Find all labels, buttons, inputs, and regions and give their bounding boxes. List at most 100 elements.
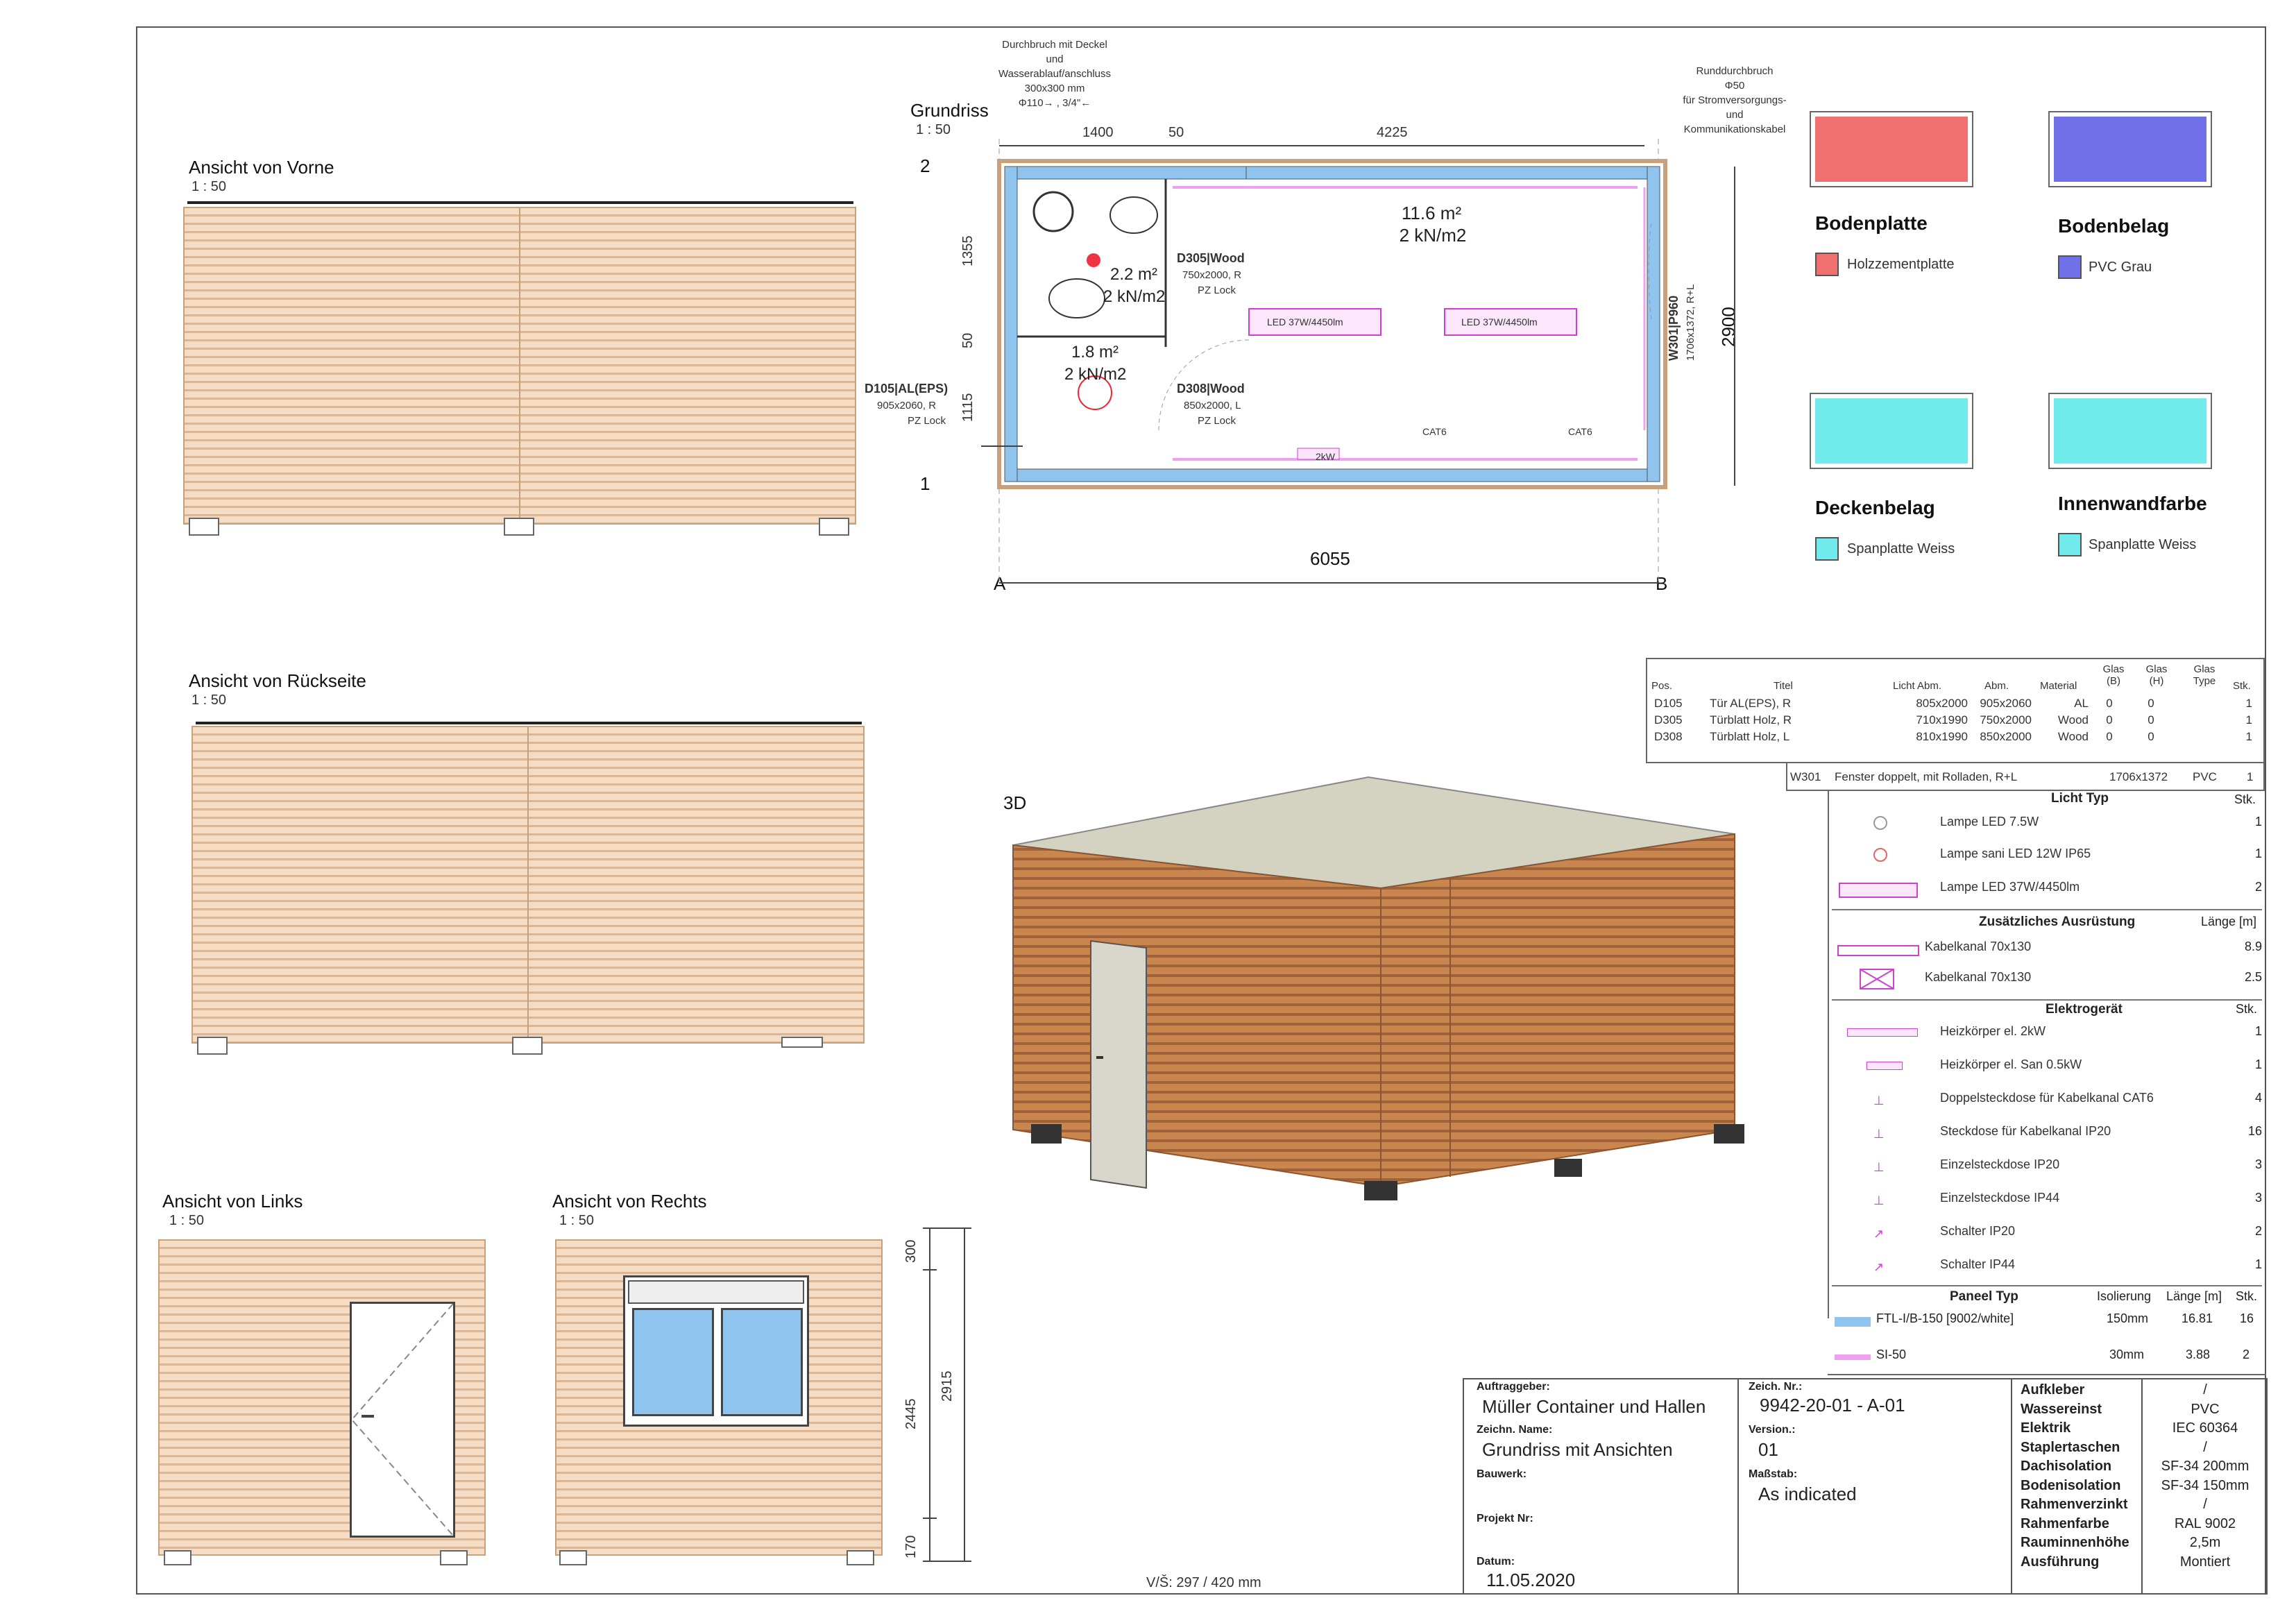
- left-view-scale: 1 : 50: [169, 1213, 205, 1228]
- legend-separator: [1828, 1374, 2266, 1375]
- corner-foot: [559, 1550, 587, 1565]
- heater-icon: [1847, 1028, 1918, 1037]
- window-schedule-box: [1786, 763, 2265, 791]
- light-item: Lampe LED 7.5W: [1940, 815, 2039, 829]
- double-socket-icon: ⊥: [1873, 1094, 1885, 1107]
- socket-ip20-icon: ⊥: [1873, 1127, 1885, 1141]
- electro-item: Einzelsteckdose IP44: [1940, 1191, 2060, 1205]
- legend-separator: [1832, 1285, 2262, 1286]
- electro-item: Doppelsteckdose für Kabelkanal CAT6: [1940, 1091, 2154, 1105]
- extra-title: Zusätzliches Ausrüstung: [1979, 915, 2136, 929]
- room-hall-area: 1.8 m²: [1071, 343, 1119, 362]
- dim-top-50: 50: [1168, 125, 1184, 140]
- finish-title: Bodenplatte: [1815, 212, 1928, 234]
- extra-count-header: Länge [m]: [2201, 915, 2257, 928]
- client-label: Auftraggeber:: [1477, 1381, 1550, 1393]
- light-item: Lampe sani LED 12W IP65: [1940, 847, 2091, 860]
- finish-swatch: [2058, 533, 2082, 556]
- extra-item: Kabelkanal 70x130: [1925, 970, 2032, 984]
- electro-count: 2: [2254, 1224, 2262, 1238]
- drawing-no-label: Zeich. Nr.:: [1749, 1381, 1803, 1393]
- sani-lamp-icon: [1873, 848, 1887, 862]
- sheet-size: V/Š: 297 / 420 mm: [1146, 1575, 1261, 1590]
- corner-foot: [504, 518, 534, 536]
- panels-insul-header: Isolierung: [2097, 1289, 2152, 1303]
- isometric-container: [1012, 776, 1744, 1200]
- window-row-count: 1: [2247, 770, 2254, 783]
- legend-separator: [1832, 999, 2262, 1001]
- panel-ftl-insul: 150mm: [2107, 1311, 2149, 1325]
- plan-led-2: LED 37W/4450lm: [1461, 316, 1538, 328]
- col-pos: Pos.: [1651, 680, 1673, 692]
- front-view-title: Ansicht von Vorne: [189, 157, 334, 178]
- col-titel: Titel: [1774, 680, 1793, 692]
- finish-label: Spanplatte Weiss: [1847, 541, 1955, 556]
- iso-view-title: 3D: [1003, 792, 1027, 813]
- light-title: Licht Typ: [2051, 791, 2109, 806]
- finish-label: Holzzementplatte: [1847, 257, 1955, 272]
- drawing-no: 9942-20-01 - A-01: [1760, 1395, 1905, 1416]
- scale-value: As indicated: [1758, 1484, 1857, 1504]
- panel-joint: [519, 207, 520, 525]
- electro-count: 4: [2254, 1091, 2262, 1105]
- lamp-icon: [1873, 816, 1887, 830]
- finish-label: Spanplatte Weiss: [2089, 537, 2197, 552]
- col-licht: Licht Abm.: [1893, 680, 1942, 692]
- window-row-material: PVC: [2193, 770, 2217, 783]
- switch-ip44-icon: ↗: [1873, 1260, 1885, 1274]
- led-panel-icon: [1839, 883, 1918, 898]
- panels-count-header: Stk.: [2236, 1289, 2258, 1303]
- right-view-title: Ansicht von Rechts: [552, 1191, 707, 1212]
- panel-si-insul: 30mm: [2109, 1348, 2145, 1361]
- finish-thumb-innenwandfarbe: [2048, 393, 2212, 469]
- finish-thumb-bodenplatte: [1810, 111, 1973, 187]
- switch-ip20-icon: ↗: [1873, 1227, 1885, 1241]
- corner-foot: [189, 518, 219, 536]
- building-label: Bauwerk:: [1477, 1468, 1527, 1480]
- electro-title: Elektrogerät: [2046, 1002, 2123, 1017]
- door-d305-code: D305|Wood: [1177, 251, 1245, 265]
- plan-heater: 2kW: [1316, 451, 1335, 462]
- corner-foot: [440, 1550, 468, 1565]
- cable-duct-icon: [1837, 945, 1919, 956]
- corner-foot: [197, 1037, 228, 1055]
- light-count-header: Stk.: [2234, 792, 2256, 806]
- plan-cat6-2: CAT6: [1568, 426, 1592, 437]
- panel-ftl-len: 16.81: [2182, 1311, 2213, 1325]
- title-divider: [1737, 1378, 1739, 1595]
- light-count: 1: [2254, 847, 2262, 860]
- electro-item: Heizkörper el. San 0.5kW: [1940, 1057, 2082, 1071]
- date-value: 11.05.2020: [1486, 1570, 1576, 1590]
- legend-border: [1828, 791, 1829, 1318]
- drawing-name-label: Zeichn. Name:: [1477, 1424, 1553, 1436]
- panel-ftl-count: 16: [2240, 1311, 2254, 1325]
- electro-item: Einzelsteckdose IP20: [1940, 1157, 2060, 1171]
- dim-bottom-6055: 6055: [1310, 548, 1350, 569]
- window-code: W301|P960: [1667, 295, 1681, 361]
- light-item: Lampe LED 37W/4450lm: [1940, 880, 2080, 894]
- door-d308-code: D308|Wood: [1177, 382, 1245, 396]
- grid-row-1: 1: [920, 473, 930, 494]
- room-main-load: 2 kN/m2: [1399, 225, 1467, 246]
- left-view-title: Ansicht von Links: [162, 1191, 303, 1212]
- finish-thumb-deckenbelag: [1810, 393, 1973, 469]
- front-view-scale: 1 : 50: [192, 179, 227, 194]
- roof-line: [196, 722, 862, 724]
- room-wc-area: 2.2 m²: [1110, 265, 1158, 284]
- finish-label: PVC Grau: [2089, 260, 2152, 275]
- window-size: 1706x1372, R+L: [1685, 284, 1697, 361]
- panel-ftl-label: FTL-I/B-150 [9002/white]: [1876, 1311, 2014, 1325]
- electro-count: 1: [2254, 1257, 2262, 1271]
- door-d305-lock: PZ Lock: [1198, 284, 1236, 296]
- electro-count: 1: [2254, 1057, 2262, 1071]
- dim-300: 300: [903, 1239, 919, 1263]
- finish-title: Deckenbelag: [1815, 497, 1935, 518]
- room-hall-load: 2 kN/m2: [1064, 365, 1127, 384]
- back-view-scale: 1 : 50: [192, 692, 227, 708]
- door-d305-size: 750x2000, R: [1182, 269, 1242, 281]
- elevation-dimension-lines: [923, 1227, 971, 1562]
